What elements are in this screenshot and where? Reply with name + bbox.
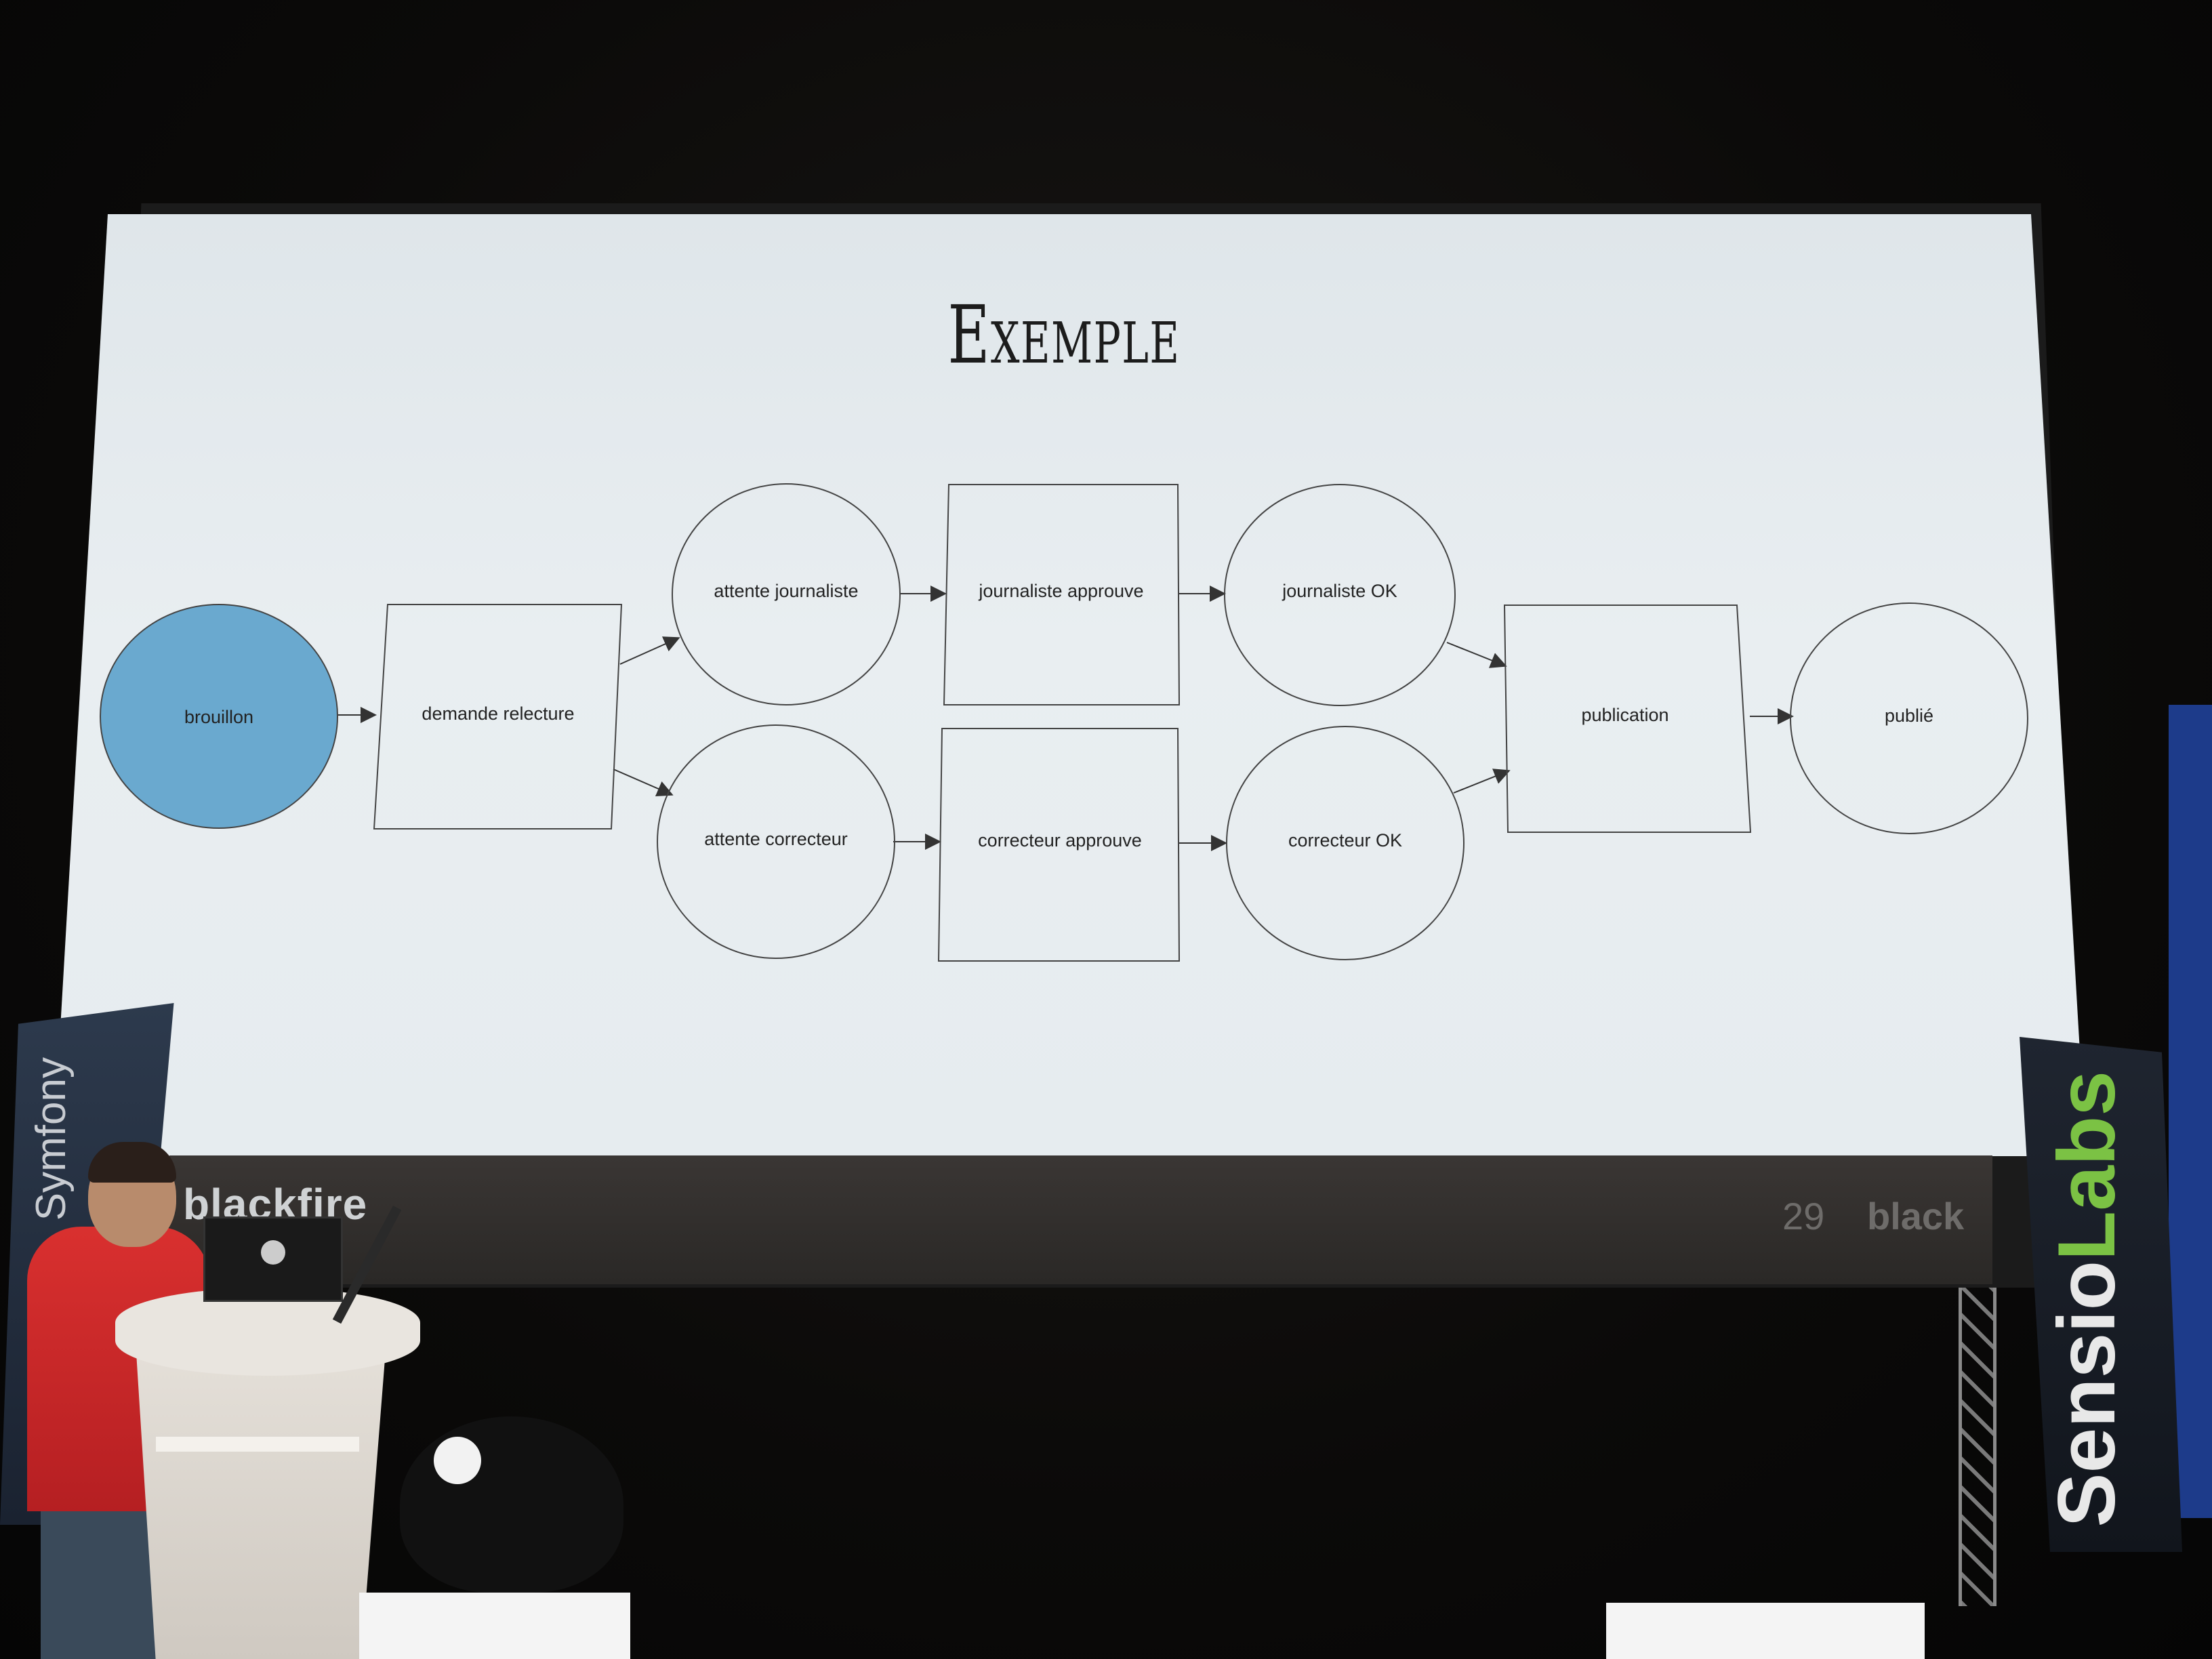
node-label-demande-relecture: demande relecture (422, 703, 574, 724)
node-label-correcteur-ok: correcteur OK (1288, 830, 1402, 851)
node-journaliste-ok: journaliste OK (1224, 484, 1456, 706)
laptop-sticker-icon (261, 1240, 285, 1265)
node-publie: publié (1790, 602, 2028, 834)
projected-slide (53, 214, 2086, 1156)
node-brouillon: brouillon (100, 604, 338, 829)
node-label-correcteur-approuve: correcteur approuve (978, 830, 1142, 851)
edge-journaliste-ok-publication (1446, 642, 1507, 668)
podium (136, 1342, 386, 1659)
slide-footer-bar (169, 1155, 1992, 1284)
labs-text: Labs (2041, 1071, 2132, 1261)
footer-brand-right: black (1867, 1195, 1965, 1237)
edge-correcteur-ok-publication (1453, 769, 1511, 794)
node-label-publie: publié (1885, 705, 1933, 726)
elephant-plush (400, 1416, 623, 1593)
edge-demande-attente-correcteur (613, 769, 674, 797)
diagram-edges (335, 586, 1794, 851)
node-publication: publication (1503, 605, 1752, 833)
slide-page-number: 29 (1782, 1195, 1825, 1237)
sensio-text: Sensio (2041, 1261, 2132, 1528)
node-label-attente-correcteur: attente correcteur (704, 829, 848, 849)
symfony-badge-icon (434, 1437, 481, 1484)
podium-crossbar (156, 1437, 359, 1452)
side-panel (2169, 705, 2212, 1518)
sensiolabs-banner-text: SensioLabs (2040, 1071, 2133, 1528)
sensiolabs-banner (2020, 1037, 2182, 1552)
stage-box-left (359, 1593, 630, 1659)
node-demande-relecture: demande relecture (373, 604, 623, 830)
node-label-publication: publication (1581, 705, 1668, 725)
node-correcteur-ok: correcteur OK (1226, 726, 1465, 960)
node-label-journaliste-approuve: journaliste approuve (978, 581, 1143, 601)
node-correcteur-approuve: correcteur approuve (937, 728, 1181, 962)
slide-title: Exemple (947, 288, 1181, 382)
node-label-attente-journaliste: attente journaliste (714, 581, 858, 601)
speaker-hair (88, 1142, 176, 1183)
node-journaliste-approuve: journaliste approuve (943, 484, 1181, 705)
node-attente-correcteur: attente correcteur (657, 724, 895, 959)
node-attente-journaliste: attente journaliste (672, 483, 901, 705)
edge-demande-attente-journaliste (619, 636, 680, 665)
stage-truss (1959, 1288, 1996, 1606)
podium-top (115, 1288, 420, 1376)
stage-box-right (1606, 1603, 1925, 1659)
node-label-journaliste-ok: journaliste OK (1282, 581, 1397, 601)
node-label-brouillon: brouillon (184, 707, 253, 727)
